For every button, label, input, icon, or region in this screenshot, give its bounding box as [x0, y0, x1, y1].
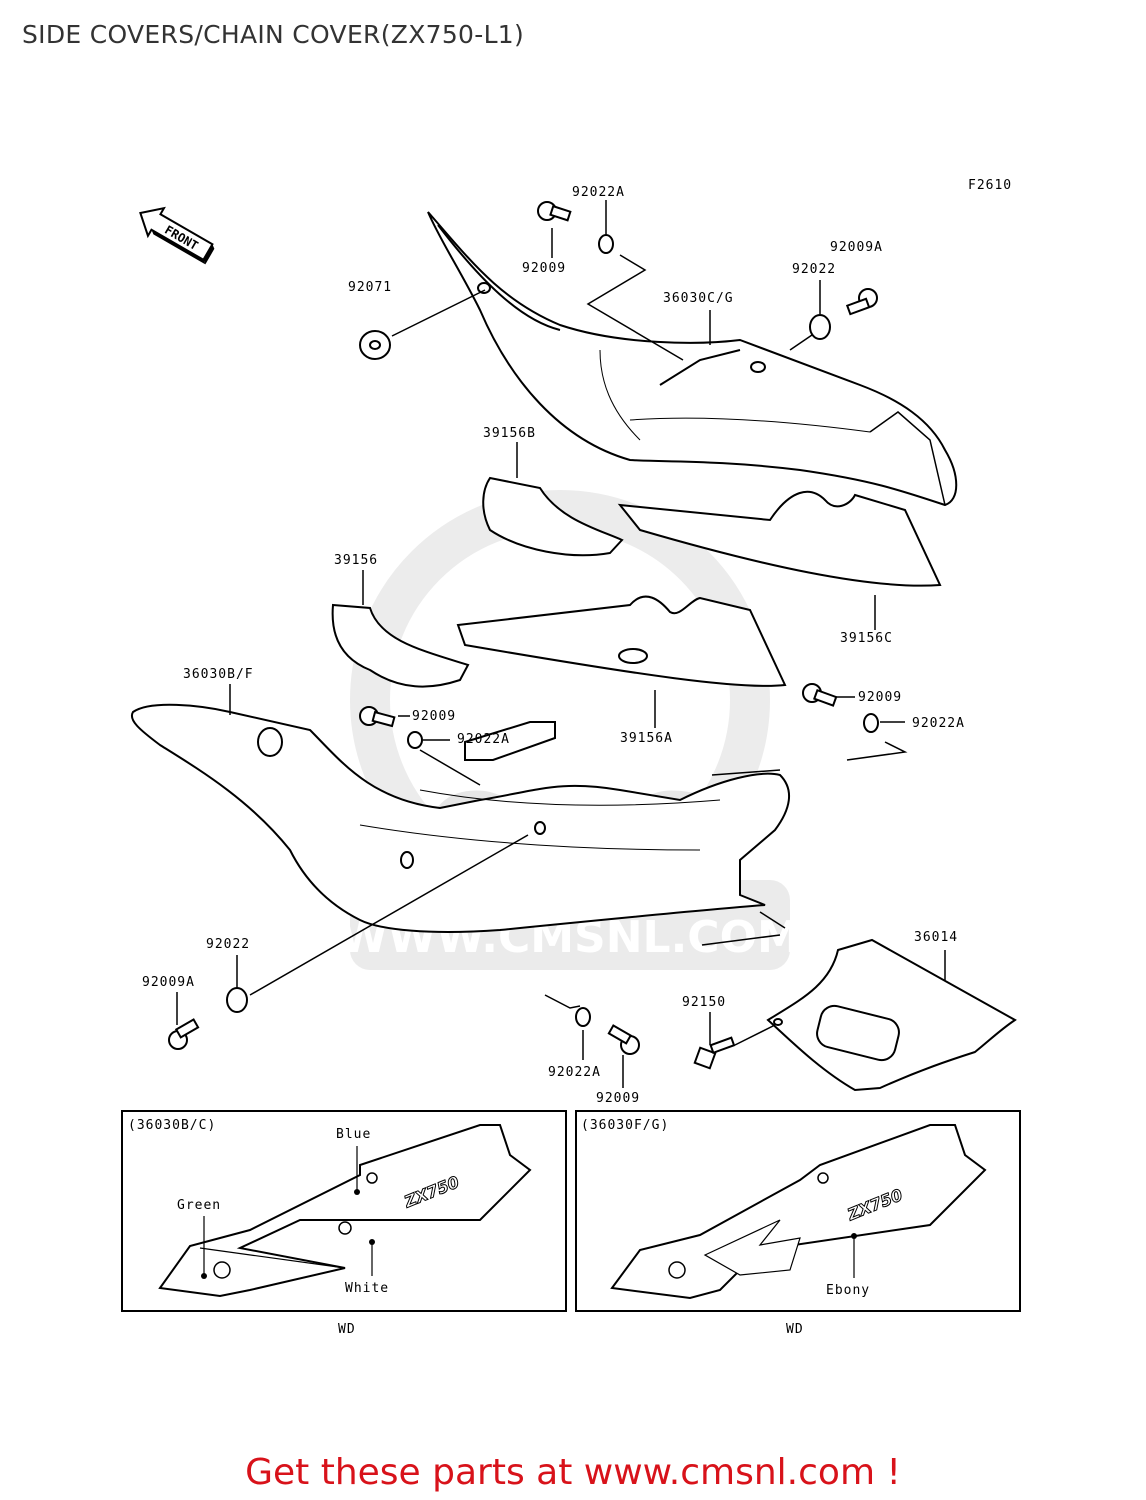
- label-36030CG: 36030C/G: [663, 291, 734, 306]
- grommet-92071-icon: [359, 330, 391, 360]
- bolt-92009-right-icon: [802, 683, 838, 707]
- label-92009A-bottom: 92009A: [142, 975, 195, 990]
- label-39156: 39156: [334, 553, 378, 568]
- label-39156B: 39156B: [483, 426, 536, 441]
- label-92022A-mid: 92022A: [457, 732, 510, 747]
- variant-box-right: (36030F/G) ZX750 Ebony WD: [575, 1110, 1021, 1337]
- bolt-92009A-bottom-icon: [168, 1018, 200, 1050]
- front-arrow-icon: FRONT: [139, 206, 215, 265]
- bolt-92150-icon: [693, 1036, 736, 1070]
- bolt-92009-mid-icon: [359, 706, 396, 728]
- variant-right-heading: (36030F/G): [581, 1118, 669, 1133]
- washer-92022A-mid-icon: [407, 731, 423, 749]
- promo-link[interactable]: Get these parts at www.cmsnl.com !: [245, 1452, 901, 1493]
- figure-code: F2610: [968, 178, 1012, 193]
- washer-92022A-top-icon: [598, 234, 614, 254]
- washer-92022A-bottom-icon: [575, 1007, 591, 1027]
- chain-cover: [766, 938, 1017, 1092]
- label-39156C: 39156C: [840, 631, 893, 646]
- label-39156A: 39156A: [620, 731, 673, 746]
- label-92022A-bottom: 92022A: [548, 1065, 601, 1080]
- bolt-92009-top-icon: [537, 201, 572, 222]
- variant-left-heading: (36030B/C): [128, 1118, 216, 1133]
- label-36030BF: 36030B/F: [183, 667, 254, 682]
- label-92009-bottom: 92009: [596, 1091, 640, 1106]
- pad-39156C: [617, 490, 942, 587]
- label-92009-mid: 92009: [412, 709, 456, 724]
- bolt-92009A-top-icon: [845, 288, 878, 316]
- label-92022A-right: 92022A: [912, 716, 965, 731]
- label-92009-top: 92009: [522, 261, 566, 276]
- variant-box-left: (36030B/C) ZX750 Blue Green White WD: [121, 1110, 567, 1337]
- variant-left-code: WD: [338, 1322, 356, 1337]
- label-92009A-top: 92009A: [830, 240, 883, 255]
- color-blue: Blue: [336, 1127, 371, 1142]
- color-ebony: Ebony: [826, 1283, 870, 1298]
- washer-92022-bottom-icon: [226, 987, 248, 1013]
- label-92022-bottom: 92022: [206, 937, 250, 952]
- label-92022A-top: 92022A: [572, 185, 625, 200]
- label-92009-right: 92009: [858, 690, 902, 705]
- label-92071: 92071: [348, 280, 392, 295]
- page-title: SIDE COVERS/CHAIN COVER(ZX750-L1): [22, 20, 525, 49]
- label-92022-top: 92022: [792, 262, 836, 277]
- upper-tail-cover: [427, 211, 958, 507]
- rubber-block: [464, 721, 556, 761]
- color-green: Green: [177, 1198, 221, 1213]
- pad-39156B: [482, 476, 624, 557]
- washer-92022-top-icon: [809, 314, 831, 340]
- washer-92022A-right-icon: [863, 713, 879, 733]
- lower-side-cover: [130, 703, 791, 933]
- label-92150: 92150: [682, 995, 726, 1010]
- bolt-92009-bottom-icon: [607, 1024, 640, 1055]
- pad-39156A: [456, 595, 787, 687]
- label-36014: 36014: [914, 930, 958, 945]
- pad-39156: [331, 603, 470, 688]
- leader-lines: [176, 200, 946, 1088]
- variant-right-code: WD: [786, 1322, 804, 1337]
- color-white: White: [345, 1281, 389, 1296]
